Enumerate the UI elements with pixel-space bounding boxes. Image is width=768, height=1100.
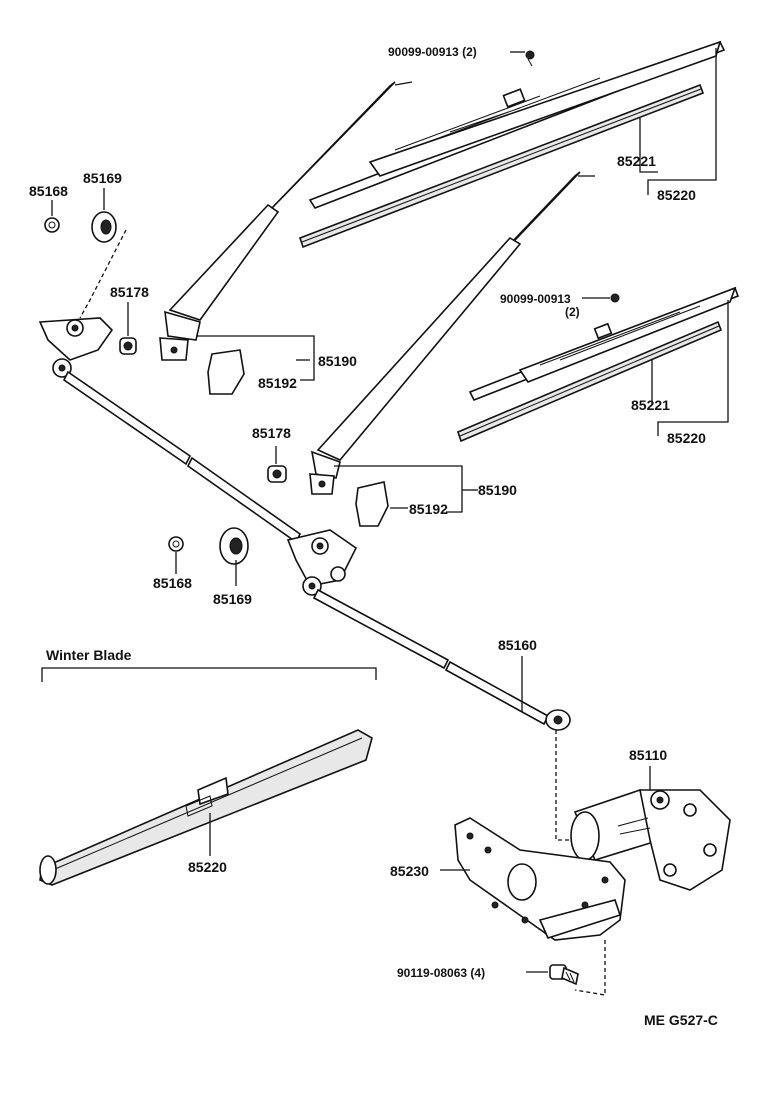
label-winter-blade-title: Winter Blade (46, 647, 132, 663)
label-nut-mid: 85168 (153, 575, 192, 591)
wiper-motor (570, 788, 731, 891)
bolt (549, 964, 579, 986)
label-refill-mid: 85221 (631, 397, 670, 413)
leader-lines (51, 48, 729, 973)
motor-bracket (454, 817, 626, 996)
center-pivot-assembly (168, 465, 358, 596)
label-drawing-code: ME G527-C (644, 1012, 718, 1028)
winter-blade-group (39, 667, 377, 886)
label-bolt: 90119-08063 (4) (397, 966, 485, 980)
label-bracket: 85230 (390, 863, 429, 879)
screw-icon (525, 50, 535, 60)
label-cushion-mid: 85169 (213, 591, 252, 607)
screw-icon (610, 293, 620, 303)
label-blade-mid: 85220 (667, 430, 706, 446)
arm-cover-right (355, 481, 389, 527)
label-cover-left: 85192 (258, 375, 297, 391)
label-refill-top: 85221 (617, 153, 656, 169)
label-nut-top: 85168 (29, 183, 68, 199)
label-screw-mid: 90099-00913 (500, 292, 571, 306)
label-screw-top: 90099-00913 (2) (388, 45, 477, 59)
label-arm-left: 85190 (318, 353, 357, 369)
right-wiper-arm (309, 171, 595, 527)
label-blade-top: 85220 (657, 187, 696, 203)
label-link-rod: 85160 (498, 637, 537, 653)
label-cushion-top: 85169 (83, 170, 122, 186)
label-screw-mid-qty: (2) (565, 305, 580, 319)
label-pivot-cap-mid: 85178 (252, 425, 291, 441)
label-motor: 85110 (629, 747, 667, 763)
link-rod-assembly (312, 588, 575, 841)
label-cover-right: 85192 (409, 501, 448, 517)
arm-cover-left (207, 349, 245, 395)
mid-wiper-blade (457, 286, 740, 443)
left-pivot-assembly (38, 211, 302, 544)
nut-icon (168, 536, 184, 552)
label-pivot-cap-top: 85178 (110, 284, 149, 300)
label-arm-right: 85190 (478, 482, 517, 498)
left-wiper-arm (159, 81, 413, 395)
nut-icon (44, 217, 60, 233)
top-wiper-blade (298, 40, 726, 249)
part-labels: 90099-00913 (2) 85221 85220 85168 85169 … (29, 45, 718, 1028)
label-winter-blade: 85220 (188, 859, 227, 875)
